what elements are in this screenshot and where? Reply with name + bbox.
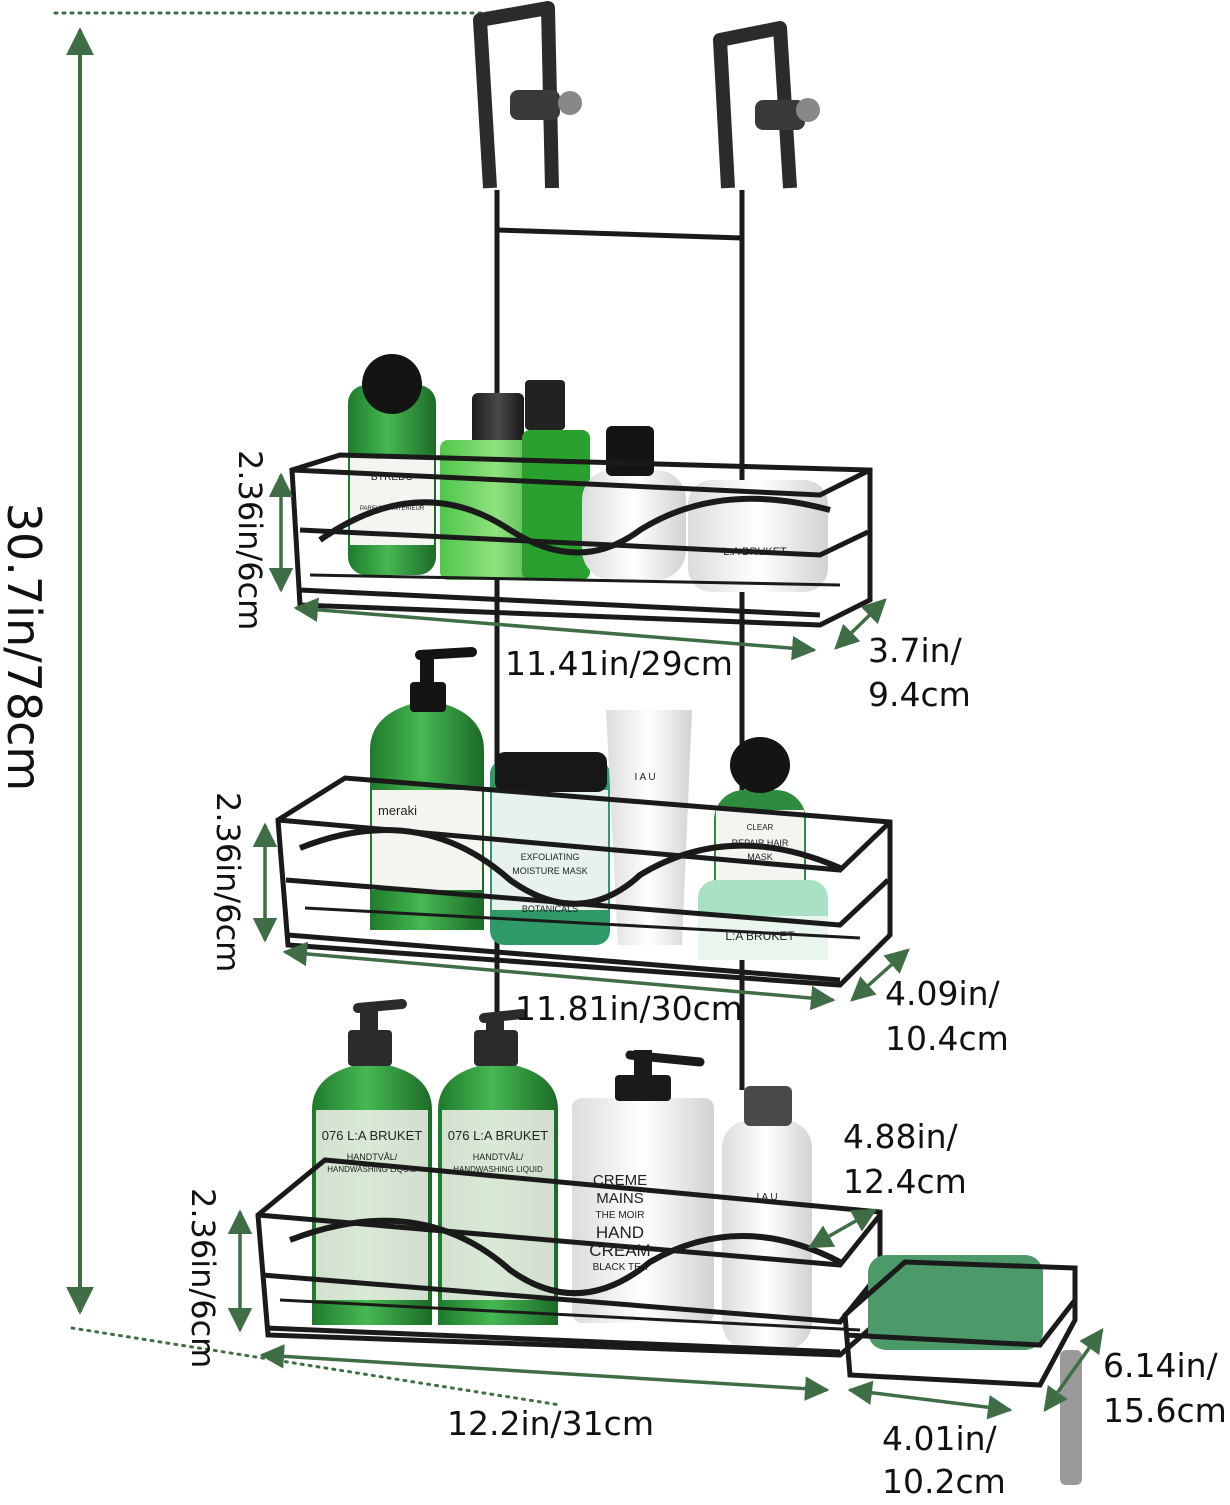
top-bottle-sublabel: PARFUM D'INTERIEUR	[360, 506, 425, 512]
soap-dish-width-label-line2: 10.2cm	[882, 1462, 1006, 1501]
shelf-2-width-label: 11.81in/30cm	[515, 989, 743, 1028]
top-jar-label: L:A BRUKET	[723, 546, 787, 558]
pump1-line3: HANDWASHING LIQUID	[327, 1165, 417, 1174]
bottom-bottle-label: I A U	[756, 1192, 777, 1203]
cream-line5: CREAM	[589, 1241, 650, 1260]
pump2-line1: 076 L:A BRUKET	[448, 1128, 548, 1143]
shelf-3-width-arrow	[259, 1344, 830, 1401]
shelf-2-depth-label-line1: 4.09in/	[885, 974, 1000, 1013]
shelf-3-width-label: 12.2in/31cm	[447, 1404, 654, 1443]
shelf-3-depth-label-line2: 12.4cm	[843, 1162, 967, 1201]
pump1-line1: 076 L:A BRUKET	[322, 1128, 422, 1143]
cream-line2: MAINS	[596, 1190, 644, 1207]
cream-line6: BLACK TEA	[593, 1262, 648, 1273]
top-shelf-products	[348, 354, 828, 592]
shelf-2-height-label: 2.36in/6cm	[209, 792, 247, 973]
door-hook-right	[713, 21, 820, 189]
middle-basket	[275, 775, 893, 988]
soap-dish-depth-arrow	[1043, 1328, 1104, 1412]
soap-dish-depth-label-line1: 6.14in/	[1103, 1346, 1218, 1385]
shelf-3-depth-arrow	[807, 1208, 878, 1249]
cream-line1: CREME	[593, 1172, 647, 1189]
mid-bottle2-line3: MASK	[747, 852, 773, 862]
pump1-line2: HANDTVÅL/	[347, 1152, 398, 1162]
mid-bottle-label: meraki	[378, 803, 417, 818]
shelf-1-depth-arrow	[834, 598, 887, 650]
top-bottle-label: BYREDO	[371, 472, 413, 483]
mid-jar-line2: MOISTURE MASK	[512, 866, 588, 876]
shelf-1-depth-label-line2: 9.4cm	[868, 675, 971, 714]
overall-height-label: 30.7in/78cm	[0, 502, 51, 792]
shelf-2-width-arrow	[282, 941, 836, 1011]
door-hook-left	[473, 1, 582, 189]
shelf-1-depth-label-line1: 3.7in/	[868, 631, 962, 670]
mid-tube-label: I A U	[634, 772, 655, 783]
mid-jar-line3: BOTANICALS	[522, 904, 578, 914]
pump2-line3: HANDWASHING LIQUID	[453, 1165, 543, 1174]
shelf-1-width-arrow	[293, 597, 817, 661]
dimension-arrows	[227, 472, 1104, 1420]
mid-jar2-label: L:A BRUKET	[725, 929, 795, 943]
mid-jar-line1: EXFOLIATING	[521, 852, 580, 862]
middle-shelf-products	[370, 647, 828, 960]
shelf-2-depth-arrow	[850, 948, 910, 1002]
shelf-1-height-label: 2.36in/6cm	[231, 450, 269, 631]
shelf-2-depth-label-line2: 10.4cm	[885, 1019, 1009, 1058]
mid-bottle2-line2: REPAIR HAIR	[732, 838, 789, 848]
shelf-3-depth-label-line1: 4.88in/	[843, 1117, 958, 1156]
shelf-1-width-label: 11.41in/29cm	[505, 644, 733, 683]
shelf-3-height-label: 2.36in/6cm	[184, 1188, 222, 1369]
mid-bottle2-line1: CLEAR	[747, 823, 774, 832]
product-labels: BYREDO PARFUM D'INTERIEUR L:A BRUKET mer…	[322, 472, 796, 1273]
pump2-line2: HANDTVÅL/	[473, 1152, 524, 1162]
soap-dish-width-label-line1: 4.01in/	[882, 1419, 997, 1458]
cream-line4: HAND	[596, 1223, 644, 1242]
cream-line3: THE MOIR	[596, 1210, 645, 1221]
soap-dish-width-arrow	[847, 1380, 1013, 1420]
soap-dish-depth-label-line2: 15.6cm	[1103, 1391, 1227, 1430]
